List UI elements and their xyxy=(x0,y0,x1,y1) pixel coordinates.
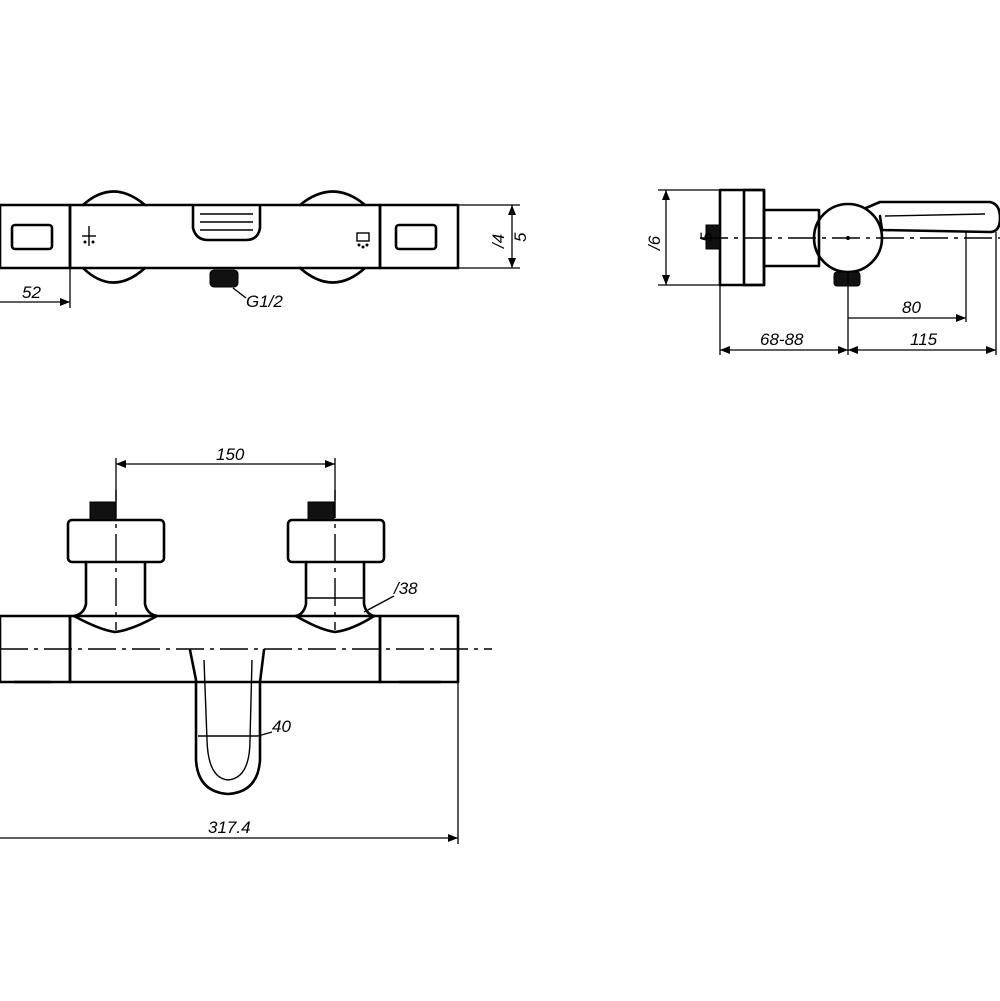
spout-leader xyxy=(257,731,273,737)
dim-height-arrow-top xyxy=(508,205,516,215)
side-lever xyxy=(864,200,1000,234)
front-dim-150-arrow-r xyxy=(325,460,335,468)
diam-leader xyxy=(363,595,395,613)
left-indicator-window xyxy=(10,223,54,251)
side-dim-depth-label: 115 xyxy=(910,330,938,349)
thread-leader xyxy=(232,287,247,299)
front-dim-body-diam-label: /38 xyxy=(393,579,418,598)
front-left-cap xyxy=(89,501,117,521)
side-dim-wall-label: 68-88 xyxy=(760,330,804,349)
front-right-stem-base xyxy=(294,614,376,634)
front-right-cap xyxy=(307,501,335,521)
front-right-handle xyxy=(286,518,386,564)
dim-52-arrow xyxy=(60,298,70,306)
side-dim-arrow-a xyxy=(720,346,730,354)
side-connector-left xyxy=(705,224,721,250)
front-dim-centers-label: 150 xyxy=(216,445,245,464)
front-dim-150-arrow-l xyxy=(116,460,126,468)
thread-label: G1/2 xyxy=(246,292,283,311)
right-indicator-window xyxy=(394,223,438,251)
dim-height-a-label: /4 xyxy=(489,234,508,249)
side-dim-80-arrow xyxy=(956,314,966,322)
left-handle-arc-top xyxy=(81,190,147,207)
side-dim-offset-label: 80 xyxy=(902,298,921,317)
side-dim-height-label: 5 xyxy=(697,232,716,242)
dim-left-label: 52 xyxy=(22,283,41,302)
side-dim-diam-label: /6 xyxy=(645,235,664,251)
side-dim-arrow-top xyxy=(662,190,670,200)
front-spout xyxy=(188,648,266,796)
front-view: 40 150 /38 317.4 xyxy=(0,445,492,844)
spout-top-outline xyxy=(191,205,262,242)
bath-symbol-icon xyxy=(356,232,370,249)
spout-top-inner xyxy=(200,213,253,231)
side-dim-arrow-b xyxy=(838,346,848,354)
dim-height-b-label: 5 xyxy=(511,232,530,242)
right-handle-arc-bottom xyxy=(298,266,367,284)
shower-symbol-icon xyxy=(82,226,96,246)
side-connector-bottom xyxy=(833,271,861,287)
side-dim-arrow-c xyxy=(848,346,858,354)
front-dim-spout-label: 40 xyxy=(272,717,291,736)
left-handle-arc-bottom xyxy=(81,266,147,284)
side-dim-arrow-bot xyxy=(662,275,670,285)
dim-height-arrow-bot xyxy=(508,258,516,268)
front-dim-length-arrow xyxy=(448,834,458,842)
top-body-left-cap xyxy=(0,203,72,270)
top-view: G1/2 52 /4 5 xyxy=(0,190,530,311)
side-dim-arrow-d xyxy=(986,346,996,354)
right-handle-arc-top xyxy=(298,190,367,207)
side-lever-line xyxy=(884,213,986,217)
front-spout-inner xyxy=(203,659,253,781)
front-dim-length-label: 317.4 xyxy=(208,818,251,837)
outlet-connector xyxy=(209,269,239,288)
front-left-stem-base xyxy=(72,614,159,634)
side-view: /6 5 80 68-88 115 xyxy=(645,188,1000,355)
top-body-right-cap xyxy=(378,203,460,270)
